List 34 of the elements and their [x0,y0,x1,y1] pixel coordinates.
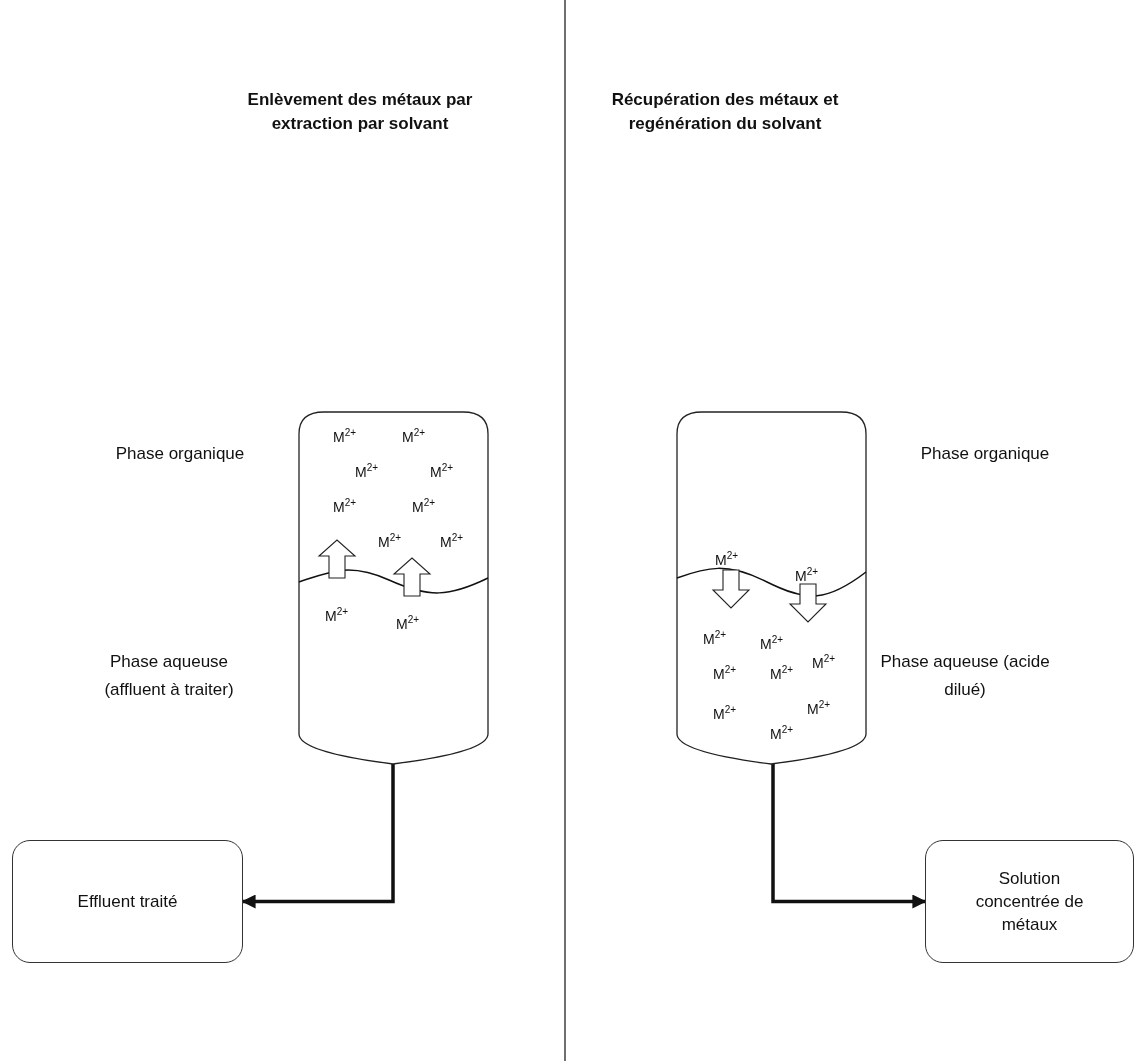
ion-label: M$^{2+}$ [770,723,794,742]
extraction-tank [677,412,866,764]
pipe-arrow [241,763,395,909]
ion-label: M$^{2+}$ [402,426,426,445]
phase-label: Phase organique [919,443,1051,465]
process-box [925,840,1134,963]
box-text: Solution concentrée de métaux [974,868,1085,936]
ion-label: M$^{2+}$ [807,698,831,717]
ion-label: M$^{2+}$ [703,628,727,647]
ion-label: M$^{2+}$ [412,496,436,515]
panel-heading: Enlèvement des métaux par extraction par solvant [246,89,474,135]
ion-label: M$^{2+}$ [760,633,784,652]
box-text: Effluent traité [77,891,178,913]
ion-label: M$^{2+}$ [440,531,464,550]
ion-label: M$^{2+}$ [333,496,357,515]
ion-label: M$^{2+}$ [333,426,357,445]
process-box [12,840,243,963]
phase-label: Phase aqueuse (affluent à traiter) [103,651,235,701]
phase-label: Phase aqueuse (acide dilué) [880,651,1050,701]
ion-label: M$^{2+}$ [812,652,836,671]
ion-label: M$^{2+}$ [770,663,794,682]
ion-label: M$^{2+}$ [355,461,379,480]
ion-label: M$^{2+}$ [378,531,402,550]
ion-label: M$^{2+}$ [396,613,420,632]
pipe-arrow [771,763,927,909]
phase-label: Phase organique [114,443,246,465]
ion-label: M$^{2+}$ [325,605,349,624]
ion-label: M$^{2+}$ [713,703,737,722]
ion-label: M$^{2+}$ [430,461,454,480]
extraction-tank [299,412,488,764]
ion-label: M$^{2+}$ [715,549,739,568]
ion-label: M$^{2+}$ [713,663,737,682]
ion-label: M$^{2+}$ [795,565,819,584]
panel-heading: Récupération des métaux et regénération du solvant [610,89,840,135]
